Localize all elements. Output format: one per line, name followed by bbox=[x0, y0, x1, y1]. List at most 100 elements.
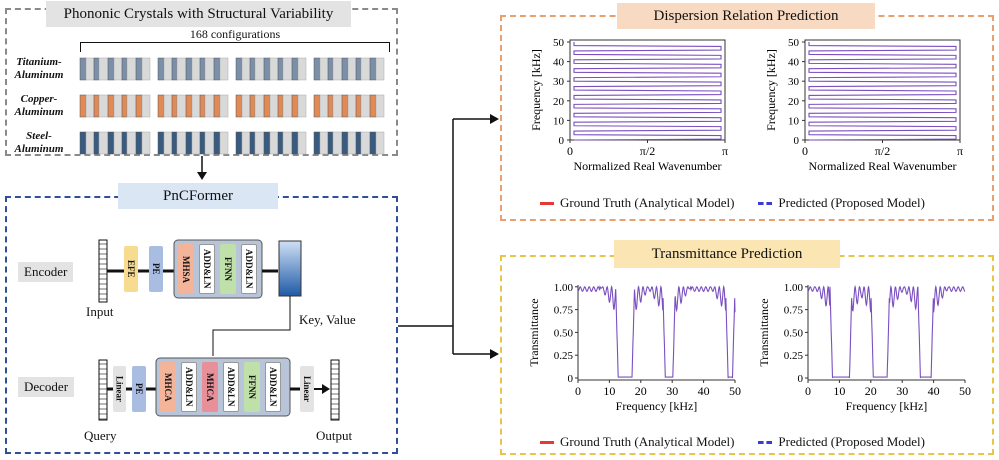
dispersion-ytick: 30 bbox=[788, 76, 800, 88]
crystal-unit bbox=[79, 131, 151, 155]
addln-block-2: ADD&LN bbox=[241, 244, 257, 294]
crystal-unit bbox=[157, 131, 229, 155]
decoder-label: Decoder bbox=[18, 377, 75, 397]
transmittance-ytick: 0 bbox=[568, 373, 574, 385]
transmittance-ytick: 1.00 bbox=[554, 282, 574, 294]
transmittance-ylabel: Transmittance bbox=[527, 298, 541, 366]
legend-pred-swatch bbox=[758, 201, 773, 205]
crystal-unit bbox=[235, 57, 307, 81]
transmittance-xtick: 0 bbox=[805, 384, 811, 398]
transmittance-xtick: 50 bbox=[959, 384, 971, 398]
transmittance-curve bbox=[577, 284, 736, 379]
legend-truth-label-2: Ground Truth (Analytical Model) bbox=[560, 434, 735, 449]
decoder-addln-1: ADD&LN bbox=[181, 362, 197, 412]
dispersion-ytick: 10 bbox=[788, 115, 800, 127]
legend-truth-label: Ground Truth (Analytical Model) bbox=[560, 195, 735, 210]
dispersion-xtick: π/2 bbox=[640, 144, 655, 158]
transmittance-ytick: 1.00 bbox=[784, 282, 804, 294]
dispersion-curve bbox=[573, 42, 722, 141]
transmittance-xtick: 30 bbox=[666, 384, 678, 398]
output-label: Output bbox=[316, 428, 353, 443]
dispersion-title: Dispersion Relation Prediction bbox=[617, 3, 875, 29]
mhca-block-2: MHCA bbox=[202, 362, 218, 412]
legend-truth-swatch bbox=[540, 201, 554, 205]
encoder-output bbox=[278, 240, 302, 297]
transmittance-ytick: 0.75 bbox=[784, 305, 804, 317]
transmittance-xtick: 50 bbox=[729, 384, 741, 398]
dispersion-xtick: π/2 bbox=[875, 144, 890, 158]
dispersion-ytick: 40 bbox=[553, 57, 565, 69]
crystal-unit bbox=[157, 94, 229, 118]
crystals-title: Phononic Crystals with Structural Variab… bbox=[46, 1, 351, 27]
transmittance-ytick: 0.50 bbox=[554, 327, 574, 339]
dispersion-curve bbox=[808, 42, 957, 141]
crystal-unit bbox=[157, 57, 229, 81]
transmittance-xtick: 0 bbox=[575, 384, 581, 398]
transmittance-curve bbox=[807, 284, 966, 379]
dispersion-ytick: 50 bbox=[788, 37, 800, 49]
keyvalue-label: Key, Value bbox=[299, 312, 356, 327]
transmittance-legend: Ground Truth (Analytical Model) Predicte… bbox=[540, 434, 925, 450]
transmittance-xlabel: Frequency [kHz] bbox=[616, 399, 698, 413]
row-label-steel: Steel-Aluminum bbox=[14, 130, 64, 155]
config-bracket bbox=[80, 42, 390, 52]
transmittance-ytick: 0.25 bbox=[784, 350, 804, 362]
crystal-grid bbox=[79, 57, 385, 155]
ffnn-block: FFNN bbox=[220, 244, 236, 294]
dispersion-ytick: 20 bbox=[553, 96, 565, 108]
linear-out-block: Linear bbox=[300, 366, 314, 412]
encoder-label: Encoder bbox=[18, 262, 74, 282]
legend-truth-swatch-2 bbox=[540, 440, 554, 444]
legend-pred-label: Predicted (Proposed Model) bbox=[778, 195, 925, 210]
dispersion-legend: Ground Truth (Analytical Model) Predicte… bbox=[540, 195, 925, 211]
row-label-titanium: Titanium-Aluminum bbox=[14, 56, 64, 81]
transmittance-xtick: 30 bbox=[896, 384, 908, 398]
crystal-unit bbox=[79, 57, 151, 81]
transmittance-ytick: 0 bbox=[798, 373, 804, 385]
dispersion-ylabel: Frequency [kHz] bbox=[529, 49, 543, 131]
pncformer-title: PnCFormer bbox=[118, 183, 278, 209]
output-connectors bbox=[398, 114, 499, 359]
dispersion-ytick: 20 bbox=[788, 96, 800, 108]
crystal-unit bbox=[79, 94, 151, 118]
transmittance-xtick: 10 bbox=[833, 384, 845, 398]
addln-block-1: ADD&LN bbox=[199, 244, 215, 294]
dispersion-ylabel: Frequency [kHz] bbox=[764, 49, 778, 131]
transmittance-ytick: 0.75 bbox=[554, 305, 574, 317]
dispersion-ytick: 40 bbox=[788, 57, 800, 69]
efe-block: EFE bbox=[124, 246, 138, 292]
transmittance-xlabel: Frequency [kHz] bbox=[846, 399, 928, 413]
dispersion-xtick: 0 bbox=[567, 144, 573, 158]
transmittance-ytick: 0.50 bbox=[784, 327, 804, 339]
query-label: Query bbox=[84, 428, 117, 443]
transmittance-xtick: 40 bbox=[928, 384, 940, 398]
transmittance-ylabel: Transmittance bbox=[757, 298, 771, 366]
decoder-addln-2: ADD&LN bbox=[223, 362, 239, 412]
crystal-unit bbox=[313, 94, 385, 118]
crystal-unit bbox=[235, 131, 307, 155]
transmittance-xtick: 20 bbox=[865, 384, 877, 398]
mhca-block-1: MHCA bbox=[160, 362, 176, 412]
down-arrow bbox=[197, 156, 207, 180]
transmittance-xtick: 20 bbox=[635, 384, 647, 398]
dispersion-xtick: 0 bbox=[802, 144, 808, 158]
dispersion-ytick: 50 bbox=[553, 37, 565, 49]
mhsa-block: MHSA bbox=[178, 244, 194, 294]
decoder-ffnn: FFNN bbox=[244, 362, 260, 412]
pe-block: PE bbox=[149, 246, 163, 292]
row-label-copper: Copper-Aluminum bbox=[14, 93, 64, 118]
transmittance-title: Transmittance Prediction bbox=[614, 240, 840, 268]
legend-pred-swatch-2 bbox=[758, 440, 773, 444]
model-diagram bbox=[98, 239, 340, 421]
dispersion-xlabel: Normalized Real Wavenumber bbox=[573, 159, 721, 173]
crystal-unit bbox=[313, 57, 385, 81]
decoder-pe-block: PE bbox=[132, 366, 146, 412]
dispersion-xlabel: Normalized Real Wavenumber bbox=[808, 159, 956, 173]
transmittance-ytick: 0.25 bbox=[554, 350, 574, 362]
linear-in-block: Linear bbox=[113, 366, 126, 412]
legend-pred-label-2: Predicted (Proposed Model) bbox=[778, 434, 925, 449]
dispersion-ytick: 0 bbox=[794, 135, 800, 147]
transmittance-xtick: 10 bbox=[603, 384, 615, 398]
dispersion-ytick: 30 bbox=[553, 76, 565, 88]
